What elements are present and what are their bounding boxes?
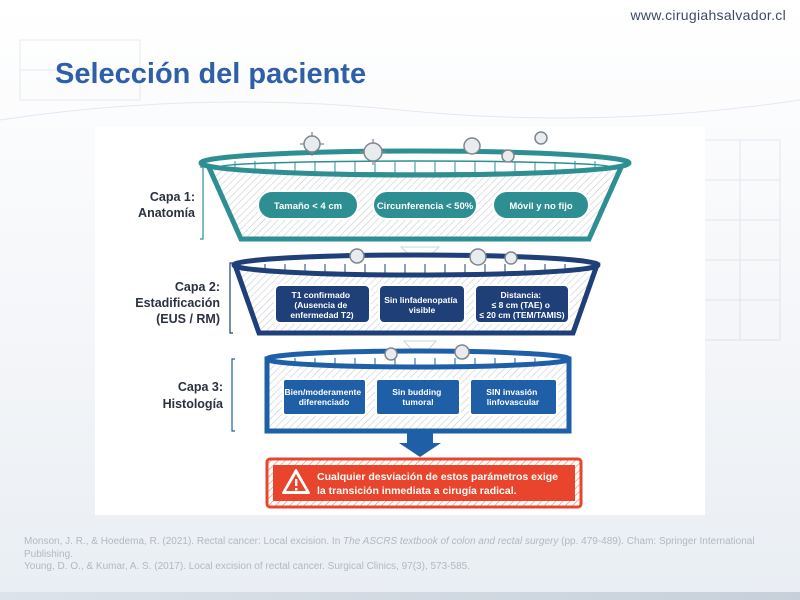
svg-text:Bien/moderamente difer: Bien/moderamente diferenciado [285, 387, 364, 407]
warning-banner: Cualquier desviación de estos parámetros… [265, 457, 583, 509]
criterion-diferenciado-line1: Bien/moderamente [285, 387, 362, 397]
svg-text:Sin linfadenopatía vis: Sin linfadenopatía visible [384, 295, 460, 315]
reference-1-book-title: The ASCRS textbook of colon and rectal s… [343, 536, 559, 547]
svg-text:Distancia: ≤ 8 cm (TAE: Distancia: ≤ 8 cm (TAE) o ≤ 20 cm (TEM/T… [479, 290, 564, 320]
criterion-distancia-line2: ≤ 8 cm (TAE) o [492, 300, 550, 310]
layer-2-topic-detail: (EUS / RM) [156, 312, 220, 326]
reference-2: Young, D. O., & Kumar, A. S. (2017). Loc… [24, 561, 470, 572]
svg-text:SIN invasión linfovasc: SIN invasión linfovascular [486, 387, 540, 407]
layer-2-label: Capa 2: Estadificación (EUS / RM) [135, 262, 233, 334]
layer-1-name: Capa 1: [150, 190, 195, 204]
layer-1-label: Capa 1: Anatomía [138, 166, 204, 240]
criterion-diferenciado-line2: diferenciado [299, 397, 350, 407]
virus-particles-layer-1 [300, 131, 548, 165]
criterion-circunferencia: Circunferencia < 50% [377, 201, 474, 212]
layer-3-topic: Histología [163, 397, 224, 411]
criterion-budding-line1: Sin budding [392, 387, 441, 397]
criterion-linfadenopatia-line1: Sin linfadenopatía [384, 295, 457, 305]
reference-1-publisher: (pp. 479-489). Cham: Springer Internatio… [24, 536, 755, 560]
page-title: Selección del paciente [55, 58, 367, 90]
warning-line-2: la transición inmediata a cirugía radica… [317, 485, 517, 497]
criterion-distancia-line3: ≤ 20 cm (TEM/TAMIS) [479, 310, 564, 320]
layer-2-name: Capa 2: [175, 280, 220, 294]
criterion-movil: Móvil y no fijo [509, 201, 573, 212]
reference-1-authors: Monson, J. R., & Hoedema, R. (2021). Rec… [24, 536, 344, 547]
criterion-t1-line1: T1 confirmado [292, 290, 351, 300]
svg-text:Sin budding tumoral: Sin budding tumoral [392, 387, 443, 407]
criterion-linfadenopatia-line2: visible [409, 305, 436, 315]
criterion-t1-line2: (Ausencia de [294, 300, 347, 310]
layer-1-criteria: Tamaño < 4 cm Circunferencia < 50% Móvil… [257, 190, 590, 220]
layer-3-name: Capa 3: [178, 380, 223, 394]
criterion-tamano: Tamaño < 4 cm [274, 201, 342, 212]
warning-icon [282, 469, 310, 494]
layer-3-criteria: Bien/moderamente diferenciado Sin buddin… [282, 378, 558, 416]
criterion-linfovascular-line1: SIN invasión [486, 387, 537, 397]
references: Monson, J. R., & Hoedema, R. (2021). Rec… [24, 536, 784, 574]
layer-2-topic: Estadificación [135, 296, 220, 310]
layer-2-criteria: T1 confirmado (Ausencia de enfermedad T2… [274, 284, 570, 324]
layer-3-label: Capa 3: Histología [163, 358, 235, 432]
criterion-t1-line3: enfermedad T2) [290, 310, 353, 320]
criterion-budding-line2: tumoral [402, 397, 433, 407]
criterion-linfovascular-line2: linfovascular [487, 397, 540, 407]
criterion-distancia-line1: Distancia: [501, 290, 542, 300]
funnel-diagram: Tamaño < 4 cm Circunferencia < 50% Móvil… [135, 131, 632, 509]
flow-arrow-3 [399, 431, 441, 457]
bottom-bar [0, 592, 800, 600]
reference-1: Monson, J. R., & Hoedema, R. (2021). Rec… [24, 536, 784, 561]
site-url: www.cirugiahsalvador.cl [630, 7, 786, 23]
warning-line-1: Cualquier desviación de estos parámetros… [317, 471, 558, 483]
particles-layer-3 [384, 344, 470, 361]
funnel-figure: Tamaño < 4 cm Circunferencia < 50% Móvil… [95, 127, 705, 515]
layer-1-topic: Anatomía [138, 206, 196, 220]
svg-text:T1 confirmado (Ausenci: T1 confirmado (Ausencia de enfermedad T2… [290, 290, 353, 320]
virus-particles-layer-2 [349, 248, 518, 266]
